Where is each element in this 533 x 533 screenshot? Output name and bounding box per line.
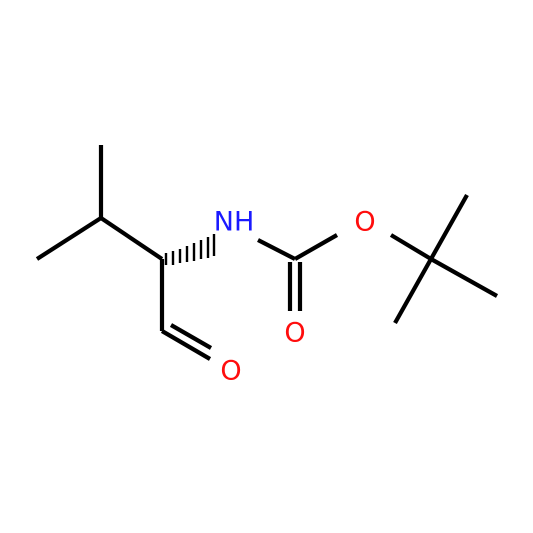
bond-ester-oxygen-tbutyl <box>389 233 433 261</box>
nitrogen-label: NH <box>214 207 255 238</box>
hashed-wedge-bond <box>164 234 216 265</box>
bond-aldehyde-double-inner <box>169 323 213 350</box>
bond-nitrogen-carbamate <box>257 238 296 261</box>
aldehyde-oxygen-label: O <box>220 356 241 387</box>
bond-methyl-left <box>35 216 103 261</box>
bond-tbutyl-methyl-top <box>429 193 469 261</box>
bond-carbamate-ester-oxygen <box>293 233 339 261</box>
bond-aldehyde-double-outer <box>160 329 212 361</box>
ester-oxygen-label: O <box>354 207 375 238</box>
bond-tbutyl-methyl-right <box>429 257 499 298</box>
bond-isopropyl-ch-alpha <box>99 216 164 261</box>
bond-tbutyl-methyl-bottom <box>393 257 433 325</box>
carbonyl-oxygen-label: O <box>284 318 305 349</box>
